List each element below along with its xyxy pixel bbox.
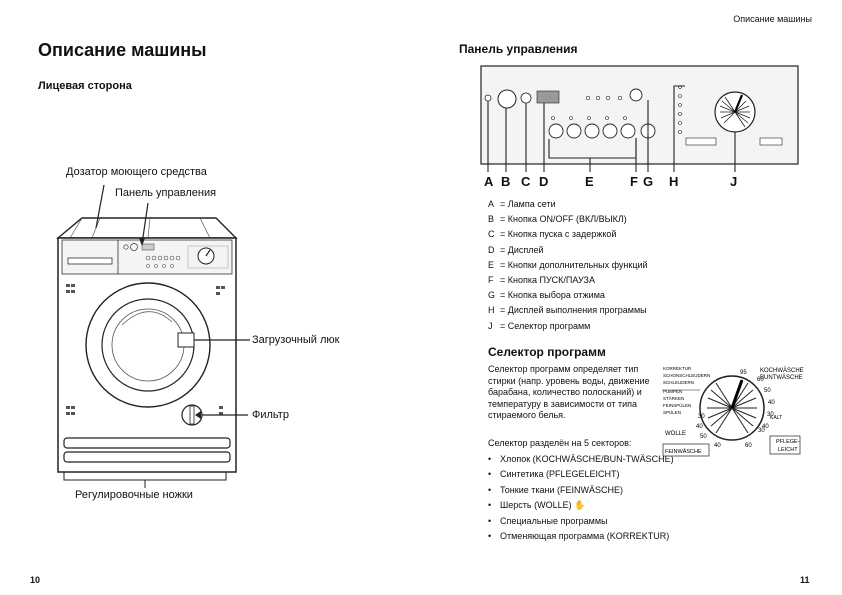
letter-j: J bbox=[730, 174, 738, 189]
sector-label: KALT bbox=[770, 415, 782, 421]
section-subtitle: Лицевая сторона bbox=[38, 80, 132, 92]
legend-row: D= Дисплей bbox=[488, 244, 544, 255]
temp-label: 30 bbox=[698, 414, 705, 420]
page-number-left: 10 bbox=[30, 575, 41, 585]
sector-label: KOCHWÄSCHE bbox=[760, 367, 804, 374]
program-label: SCHLEUDERN bbox=[663, 380, 694, 385]
legend-row: B= Кнопка ON/OFF (ВКЛ/ВЫКЛ) bbox=[488, 214, 627, 225]
sector-label: LEICHT bbox=[778, 447, 798, 453]
program-label: SPÜLEN bbox=[663, 409, 681, 415]
temp-label: 60 bbox=[745, 443, 752, 449]
selector-title: Селектор программ bbox=[488, 345, 606, 359]
letter-b: B bbox=[501, 174, 511, 189]
temp-label: 30 bbox=[767, 412, 774, 418]
sector-label: WOLLE bbox=[665, 431, 686, 437]
legend-row: J= Селектор программ bbox=[488, 320, 591, 331]
temp-label: 95 bbox=[740, 370, 747, 376]
temp-label: 40 bbox=[768, 400, 775, 406]
legend-row: A= Лампа сети bbox=[488, 199, 556, 209]
list-item: Синтетика (PFLEGELEICHT) bbox=[488, 467, 688, 483]
page-number-right: 11 bbox=[800, 575, 810, 585]
letter-c: C bbox=[521, 174, 531, 189]
selector-description: Селектор программ определяет тип стирки … bbox=[488, 364, 650, 421]
program-label: SCHONSCHLEUDERN bbox=[663, 373, 710, 378]
program-label: STÄRKEN bbox=[663, 395, 684, 401]
program-label: FEINSPÜLEN bbox=[663, 402, 691, 408]
list-item: Шерсть (WOLLE) ✋ bbox=[488, 498, 688, 514]
panel-legend: A= Лампа сети B= Кнопка ON/OFF (ВКЛ/ВЫКЛ… bbox=[488, 197, 648, 334]
temp-label: 60 bbox=[757, 377, 764, 383]
panel-title: Панель управления bbox=[459, 42, 578, 56]
label-dispenser: Дозатор моющего средства bbox=[66, 166, 207, 178]
legend-row: F= Кнопка ПУСК/ПАУЗА bbox=[488, 275, 595, 286]
list-item: Тонкие ткани (FEINWÄSCHE) bbox=[488, 483, 688, 499]
sector-label: BUNTWÄSCHE bbox=[760, 374, 803, 381]
program-label: KORREKTUR bbox=[663, 366, 692, 371]
temp-label: 40 bbox=[696, 424, 703, 430]
letter-a: A bbox=[484, 174, 494, 189]
temp-label: 50 bbox=[764, 388, 771, 394]
label-feet: Регулировочные ножки bbox=[75, 489, 193, 501]
temp-label: 40 bbox=[762, 424, 769, 430]
selector-sector-list: Хлопок (KOCHWÄSCHE/BUN-TWÄSCHE) Синтетик… bbox=[488, 452, 688, 545]
letter-d: D bbox=[539, 174, 549, 189]
list-item: Хлопок (KOCHWÄSCHE/BUN-TWÄSCHE) bbox=[488, 452, 688, 468]
sector-label: PFLEGE- bbox=[776, 439, 800, 445]
temp-label: 50 bbox=[700, 434, 707, 440]
program-label: PUMPEN bbox=[663, 389, 682, 394]
legend-row: C= Кнопка пуска с задержкой bbox=[488, 229, 617, 240]
legend-row: E= Кнопки дополнительных функций bbox=[488, 259, 648, 270]
legend-row: H= Дисплей выполнения программы bbox=[488, 305, 647, 316]
list-item: Специальные программы bbox=[488, 514, 688, 530]
letter-g: G bbox=[643, 174, 654, 189]
legend-row: G= Кнопка выбора отжима bbox=[488, 290, 605, 301]
sector-label: FEINWÄSCHE bbox=[665, 448, 702, 455]
list-item: Отменяющая программа (KORREKTUR) bbox=[488, 529, 688, 545]
letter-e: E bbox=[585, 174, 594, 189]
label-filter: Фильтр bbox=[252, 409, 289, 421]
temp-label: 30 bbox=[758, 428, 765, 434]
temp-label: 40 bbox=[714, 443, 721, 449]
page-title: Описание машины bbox=[38, 40, 207, 60]
label-door: Загрузочный люк bbox=[252, 334, 340, 346]
selector-sectors-intro: Селектор разделён на 5 секторов: bbox=[488, 438, 632, 448]
running-header: Описание машины bbox=[733, 14, 812, 24]
label-control-panel: Панель управления bbox=[115, 187, 217, 199]
letter-f: F bbox=[630, 174, 638, 189]
letter-h: H bbox=[669, 174, 679, 189]
